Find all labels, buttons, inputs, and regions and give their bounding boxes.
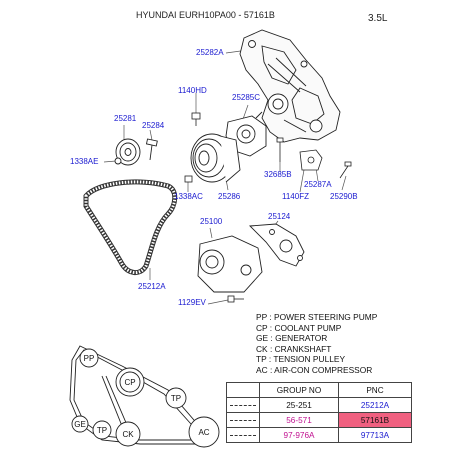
table-cell-group: 25-251 [259,397,339,413]
legend-item: PP : POWER STEERING PUMP [256,312,378,322]
table-cell-pnc[interactable]: 97713A [338,427,412,443]
table-header-blank [226,382,260,398]
bolt-1129ev [227,295,244,303]
table-cell-pnc-highlighted[interactable]: 57161B [338,412,412,428]
line-style-cell [226,427,260,443]
pulley-label-ac: AC [198,428,209,437]
callout-25285c[interactable]: 25285C [232,93,261,102]
callout-25212a[interactable]: 25212A [138,282,166,291]
legend-item: CK : CRANKSHAFT [256,343,332,354]
callout-25284[interactable]: 25284 [142,121,165,130]
table-header-pnc: PNC [338,382,412,398]
engine-bracket [239,29,341,143]
callout-1338ae[interactable]: 1338AE [70,157,99,166]
table-header-group: GROUP NO [259,382,339,398]
callout-1338ac[interactable]: 1338AC [174,192,203,201]
table-cell-group: 97-976A [259,427,339,443]
belt-routing-schematic [69,345,220,448]
pulley-label-ck: CK [122,430,134,439]
table-row: 56-571 57161B [226,412,412,428]
pulley-label-tp-upper: TP [171,394,181,403]
drive-belt [83,179,178,275]
legend-item: GE : GENERATOR [256,333,328,344]
abbreviation-legend: PP : POWER STEERING PUMP CP : COOLANT PU… [256,312,377,376]
line-style-indicator [230,434,256,436]
callout-25282a[interactable]: 25282A [196,48,224,57]
tensioner-bracket-parts [276,137,352,179]
reference-table: GROUP NO PNC 25-251 25212A 56-571 57161B… [226,382,412,443]
idler-pulley-25281 [114,138,158,166]
callout-1129ev[interactable]: 1129EV [178,298,206,307]
pulley-label-tp-lower: TP [97,426,107,435]
bolt-1140hd [191,112,201,126]
callout-25100[interactable]: 25100 [200,217,223,226]
table-row: 25-251 25212A [226,397,412,413]
callout-25281[interactable]: 25281 [114,114,137,123]
callout-1140fz[interactable]: 1140FZ [282,192,309,201]
diagram-title: HYUNDAI EURH10PA00 - 57161B [136,10,275,20]
engine-size: 3.5L [368,13,388,24]
table-cell-pnc[interactable]: 25212A [338,397,412,413]
line-style-cell [226,397,260,413]
callout-25124[interactable]: 25124 [268,212,291,221]
legend-item: TP : TENSION PULLEY [256,354,346,365]
callout-25286[interactable]: 25286 [218,192,241,201]
callout-1140hd[interactable]: 1140HD [178,86,207,95]
pulley-label-pp: PP [84,354,95,363]
bolt-1338ac [184,175,193,183]
legend-item: CP : COOLANT PUMP [256,322,342,333]
line-style-cell [226,412,260,428]
line-style-indicator [230,404,256,406]
crankshaft-pulley [190,133,241,183]
pulley-label-ge: GE [74,420,86,429]
water-pump [197,223,305,293]
callout-32685b[interactable]: 32685B [264,170,292,179]
callout-25287a[interactable]: 25287A [304,180,332,189]
pulley-label-cp: CP [124,378,135,387]
table-header-row: GROUP NO PNC [226,382,412,398]
table-cell-group: 56-571 [259,412,339,428]
callout-25290b[interactable]: 25290B [330,192,358,201]
table-row: 97-976A 97713A [226,427,412,443]
legend-item: AC : AIR-CON COMPRESSOR [256,364,373,375]
line-style-indicator [230,419,256,421]
